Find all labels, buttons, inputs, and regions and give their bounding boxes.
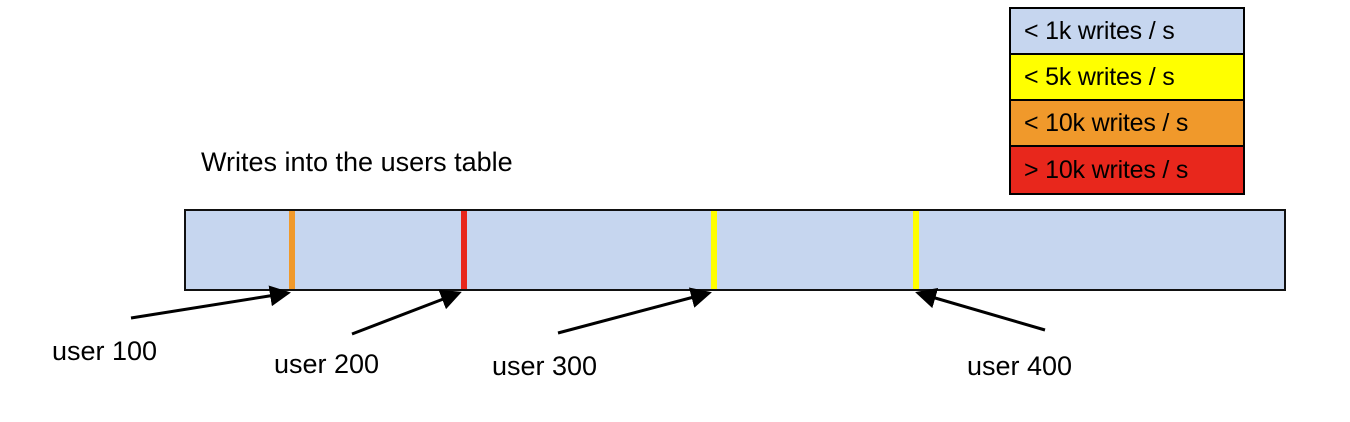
legend-label-lt-5k: < 5k writes / s [1024, 62, 1175, 91]
arrow-user-400 [915, 287, 1046, 332]
label-user-400: user 400 [967, 351, 1073, 381]
legend-row-lt-10k: < 10k writes / s [1011, 101, 1243, 147]
marker-user-300 [711, 211, 717, 289]
marker-user-400 [913, 211, 919, 289]
label-user-100: user 100 [52, 336, 158, 366]
legend-row-lt-1k: < 1k writes / s [1011, 9, 1243, 55]
chart-title: Writes into the users table [201, 147, 513, 177]
legend-row-lt-5k: < 5k writes / s [1011, 55, 1243, 101]
legend-label-lt-10k: < 10k writes / s [1024, 108, 1189, 137]
legend-row-gt-10k: > 10k writes / s [1011, 147, 1243, 193]
users-table-keyspace-bar [184, 209, 1286, 291]
legend: < 1k writes / s < 5k writes / s < 10k wr… [1009, 7, 1245, 195]
arrow-user-100 [130, 285, 291, 320]
legend-label-lt-1k: < 1k writes / s [1024, 16, 1175, 45]
label-user-300: user 300 [492, 351, 598, 381]
legend-label-gt-10k: > 10k writes / s [1024, 155, 1189, 184]
arrow-user-200 [351, 289, 462, 336]
marker-user-200 [461, 211, 467, 289]
arrow-user-300 [557, 287, 712, 335]
marker-user-100 [289, 211, 295, 289]
label-user-200: user 200 [274, 349, 380, 379]
